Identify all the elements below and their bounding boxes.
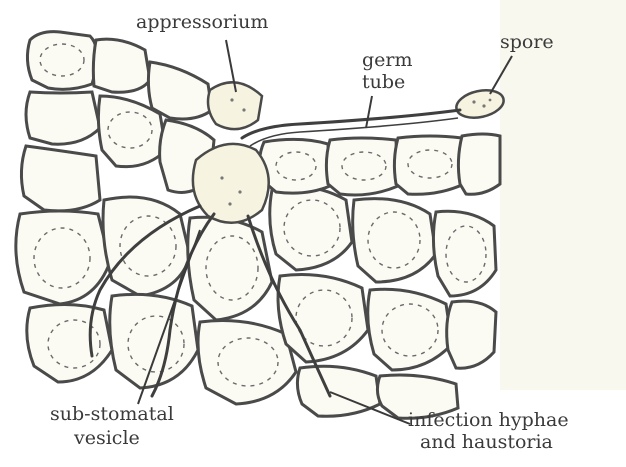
spore-shape <box>454 86 506 121</box>
label-sub-stomatal: sub-stomatal <box>50 404 174 425</box>
background-panel <box>500 0 626 390</box>
sub-stomatal-vesicle-shape <box>193 144 269 223</box>
label-tube: tube <box>362 72 405 93</box>
mesophyll-cells <box>16 187 496 419</box>
label-and-haustoria: and haustoria <box>420 432 553 453</box>
label-appressorium: appressorium <box>136 12 268 33</box>
label-germ: germ <box>362 50 413 71</box>
label-spore: spore <box>500 32 554 53</box>
upper-epidermis-cells <box>259 134 500 195</box>
epidermal-cells <box>21 32 214 211</box>
germ-tube-shape <box>242 110 460 138</box>
germ-tube-leader <box>366 96 372 128</box>
label-infection-hyphae: infection hyphae <box>408 410 569 431</box>
label-vesicle: vesicle <box>74 428 140 449</box>
